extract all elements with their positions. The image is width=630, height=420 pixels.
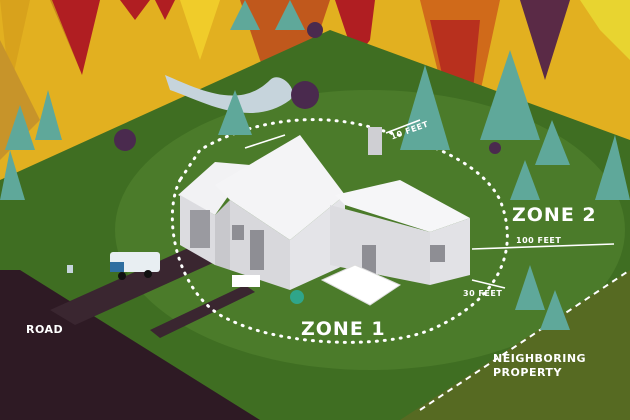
- label-road: ROAD: [26, 323, 64, 336]
- label-zone-1: ZONE 1: [301, 318, 386, 340]
- property-line: [419, 269, 630, 411]
- label-property: PROPERTY: [493, 366, 562, 379]
- mailbox: [67, 265, 73, 273]
- house: [178, 127, 470, 306]
- zone1-boundary: [170, 118, 509, 344]
- walkway: [150, 285, 255, 338]
- shrubs: [114, 22, 501, 154]
- label-30-feet: 30 FEET: [463, 289, 503, 298]
- distance-arrows: [244, 119, 615, 289]
- trees: [0, 0, 630, 330]
- label-zone-2: ZONE 2: [512, 204, 597, 226]
- neighboring-property-area: [400, 270, 630, 420]
- green-shrub: [290, 290, 304, 304]
- label-neighboring: NEIGHBORING: [493, 352, 587, 365]
- car: [110, 252, 160, 280]
- creek: [165, 75, 293, 113]
- driveway: [50, 245, 215, 325]
- label-100-feet: 100 FEET: [516, 236, 562, 245]
